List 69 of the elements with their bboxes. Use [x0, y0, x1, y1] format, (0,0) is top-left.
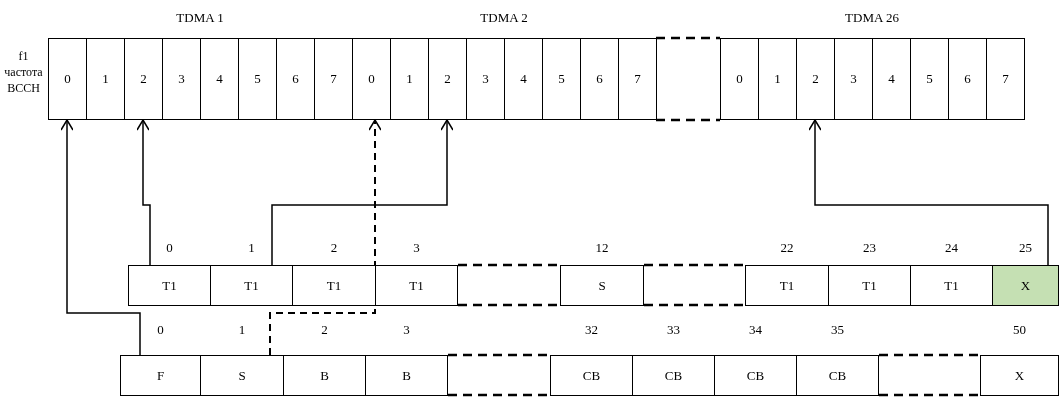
timeslot-box: CB: [714, 355, 797, 396]
timeslot-cell: 0: [48, 38, 87, 120]
arrow: [271, 119, 454, 266]
slot-number: 35: [831, 322, 844, 338]
timeslot-box: T1: [828, 265, 911, 306]
timeslot-box: F: [120, 355, 201, 396]
slot-number: 3: [403, 322, 410, 338]
slot-number: 24: [945, 240, 958, 256]
arrow: [60, 119, 141, 356]
slot-number: 0: [157, 322, 164, 338]
slot-number: 25: [1019, 240, 1032, 256]
timeslot-cell: 6: [276, 38, 315, 120]
frame-label: TDMA 2: [479, 10, 529, 26]
timeslot-cell: 6: [580, 38, 619, 120]
timeslot-cell: 3: [466, 38, 505, 120]
slot-number: 34: [749, 322, 762, 338]
frame-label: TDMA 1: [175, 10, 225, 26]
arrow: [136, 119, 151, 266]
timeslot-box: T1: [745, 265, 829, 306]
timeslot-cell: 4: [872, 38, 911, 120]
slot-number: 23: [863, 240, 876, 256]
timeslot-cell: 1: [390, 38, 429, 120]
timeslot-cell: 6: [948, 38, 987, 120]
timeslot-cell: 5: [238, 38, 277, 120]
timeslot-cell: 7: [986, 38, 1025, 120]
timeslot-box: T1: [375, 265, 458, 306]
timeslot-box: CB: [550, 355, 633, 396]
timeslot-box: CB: [632, 355, 715, 396]
timeslot-cell: 2: [428, 38, 467, 120]
timeslot-box: B: [365, 355, 448, 396]
slot-number: 33: [667, 322, 680, 338]
slot-number: 3: [413, 240, 420, 256]
timeslot-cell: 7: [618, 38, 657, 120]
timeslot-cell: 4: [200, 38, 239, 120]
slot-number: 32: [585, 322, 598, 338]
timeslot-box: T1: [210, 265, 293, 306]
timeslot-box: T1: [128, 265, 211, 306]
slot-number: 1: [238, 322, 246, 338]
timeslot-cell: 4: [504, 38, 543, 120]
timeslot-cell: 1: [758, 38, 797, 120]
timeslot-cell: 0: [352, 38, 391, 120]
timeslot-box: X: [992, 265, 1059, 306]
slot-number: 2: [321, 322, 328, 338]
arrow: [269, 119, 382, 356]
timeslot-box: T1: [292, 265, 376, 306]
timeslot-box: CB: [796, 355, 879, 396]
timeslot-box: B: [283, 355, 366, 396]
timeslot-cell: 0: [720, 38, 759, 120]
timeslot-box: T1: [910, 265, 993, 306]
timeslot-box: S: [200, 355, 284, 396]
timeslot-box: X: [980, 355, 1059, 396]
timeslot-cell: 5: [542, 38, 581, 120]
timeslot-cell: 5: [910, 38, 949, 120]
timeslot-cell: 2: [796, 38, 835, 120]
slot-number: 0: [166, 240, 173, 256]
slot-number: 50: [1013, 322, 1026, 338]
slot-number: 1: [248, 240, 255, 256]
arrow: [808, 119, 1049, 266]
slot-number: 22: [780, 240, 794, 256]
slot-number: 12: [595, 240, 609, 256]
slot-number: 2: [330, 240, 338, 256]
timeslot-box: S: [560, 265, 644, 306]
timeslot-cell: 2: [124, 38, 163, 120]
frame-label: TDMA 26: [844, 10, 900, 26]
timeslot-cell: 3: [834, 38, 873, 120]
timeslot-cell: 1: [86, 38, 125, 120]
frequency-label: f1 частота BCCH: [3, 48, 44, 96]
timeslot-cell: 7: [314, 38, 353, 120]
timeslot-cell: 3: [162, 38, 201, 120]
